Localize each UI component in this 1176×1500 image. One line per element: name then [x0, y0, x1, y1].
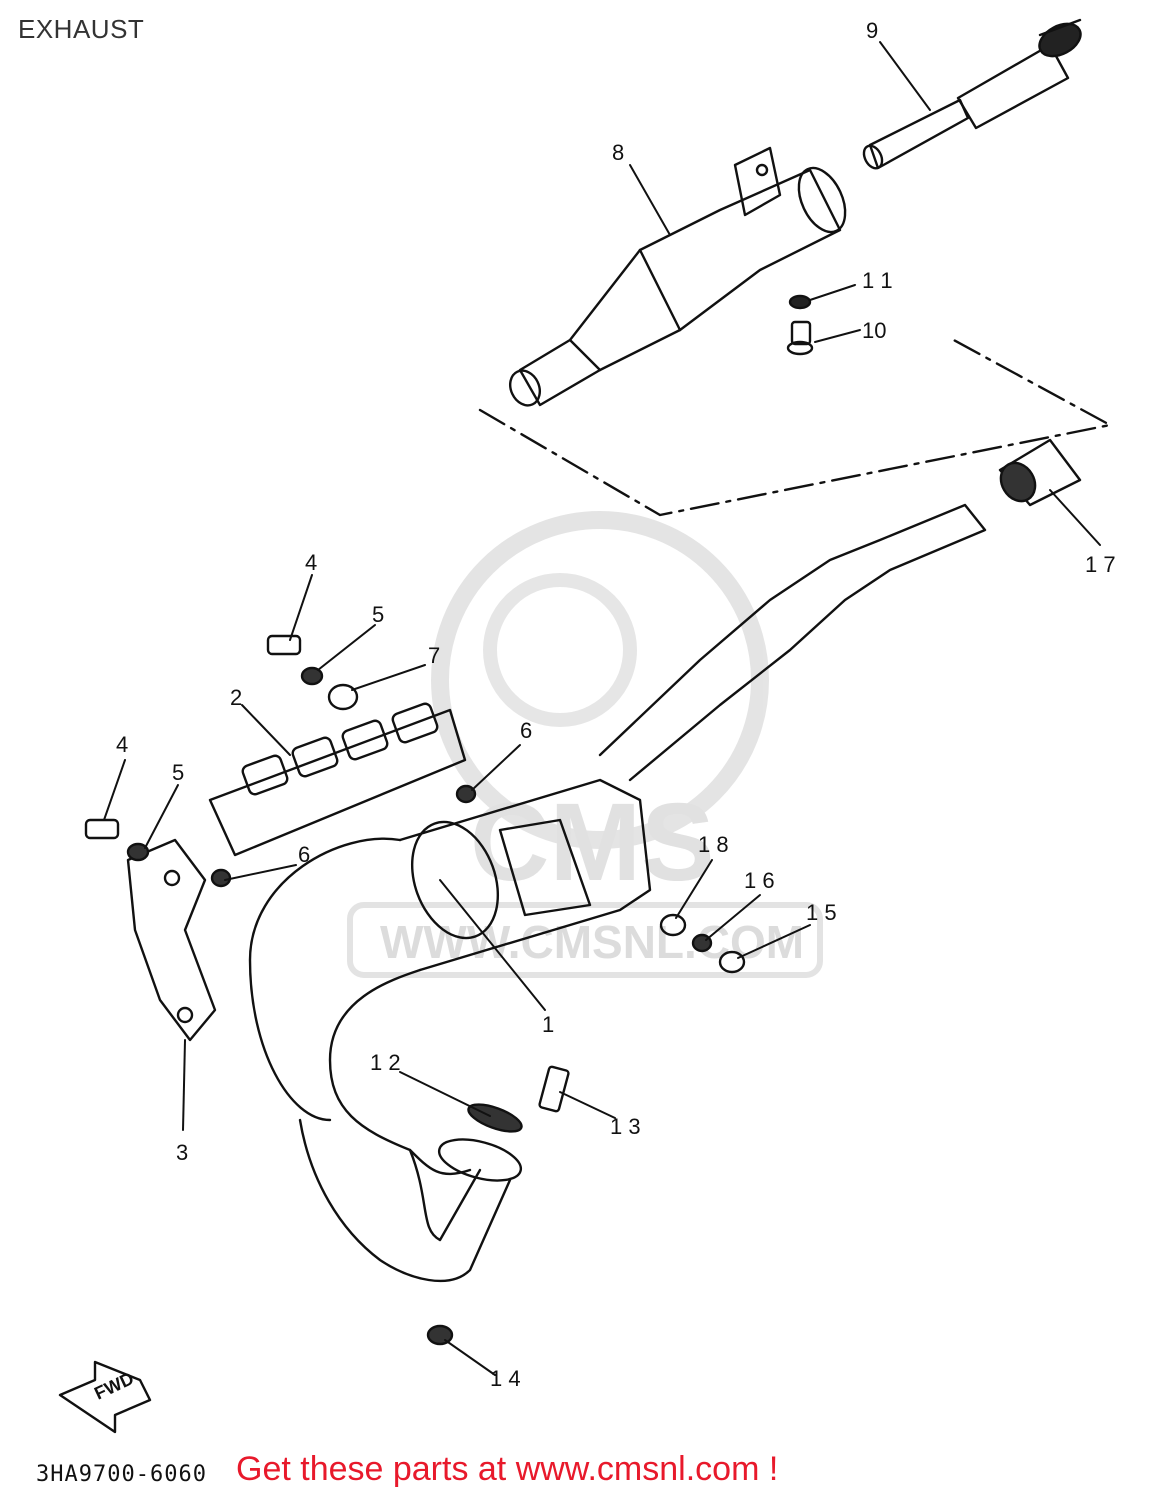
exhaust-pipe	[248, 503, 987, 1283]
callout-10: 10	[862, 318, 886, 343]
mount-outline	[478, 336, 1112, 517]
callout-labels: 9 8 1 1 10 1 7 4 5 7 2 6 4 5 6 1 8 1 6 1…	[116, 18, 1116, 1391]
gasket-12	[467, 1103, 523, 1133]
page-title: EXHAUST	[18, 14, 145, 44]
damper-6-lower	[210, 868, 232, 888]
bolt-4-lower	[84, 818, 120, 840]
watermark-brand: CMS	[470, 781, 714, 904]
damper-18	[659, 913, 687, 937]
callout-6-upper: 6	[520, 718, 532, 743]
joint-clamp	[998, 438, 1082, 507]
washer-11	[788, 294, 812, 310]
leader-lines	[103, 41, 1101, 1376]
callout-9: 9	[866, 18, 878, 43]
stud-13	[538, 1065, 570, 1113]
washer-5-lower	[126, 842, 150, 862]
silencer	[509, 146, 847, 407]
nut-15	[718, 950, 746, 974]
bolt-10	[786, 320, 814, 356]
callout-4-upper: 4	[305, 550, 317, 575]
callout-11: 1 1	[862, 268, 893, 293]
callout-18: 1 8	[698, 832, 729, 857]
promo-link[interactable]: Get these parts at www.cmsnl.com !	[236, 1450, 779, 1488]
heat-protector-3	[126, 838, 217, 1042]
fwd-label: FWD	[91, 1368, 137, 1403]
fwd-arrow	[58, 1360, 152, 1434]
callout-6-lower: 6	[298, 842, 310, 867]
collar-7	[327, 683, 359, 711]
tail-pipe	[862, 18, 1082, 170]
callout-3: 3	[176, 1140, 188, 1165]
diagram-part-code: 3HA9700-6060	[36, 1462, 207, 1487]
callout-1: 1	[542, 1012, 554, 1037]
callout-14: 1 4	[490, 1366, 521, 1391]
callout-15: 1 5	[806, 900, 837, 925]
callout-16: 1 6	[744, 868, 775, 893]
callout-12: 1 2	[370, 1050, 401, 1075]
watermark-url: WWW.CMSNL.COM	[380, 916, 804, 968]
callout-13: 1 3	[610, 1114, 641, 1139]
bolt-4-upper	[266, 634, 302, 656]
callout-8: 8	[612, 140, 624, 165]
callout-5-lower: 5	[172, 760, 184, 785]
callout-17: 1 7	[1085, 552, 1116, 577]
callout-7: 7	[428, 643, 440, 668]
damper-6-upper	[455, 784, 477, 804]
callout-4-lower: 4	[116, 732, 128, 757]
callout-2: 2	[230, 685, 242, 710]
heat-protector-2	[208, 702, 467, 857]
cmsnl-watermark: CMS WWW.CMSNL.COM	[347, 511, 823, 978]
washer-5-upper	[300, 666, 324, 686]
callout-5-upper: 5	[372, 602, 384, 627]
